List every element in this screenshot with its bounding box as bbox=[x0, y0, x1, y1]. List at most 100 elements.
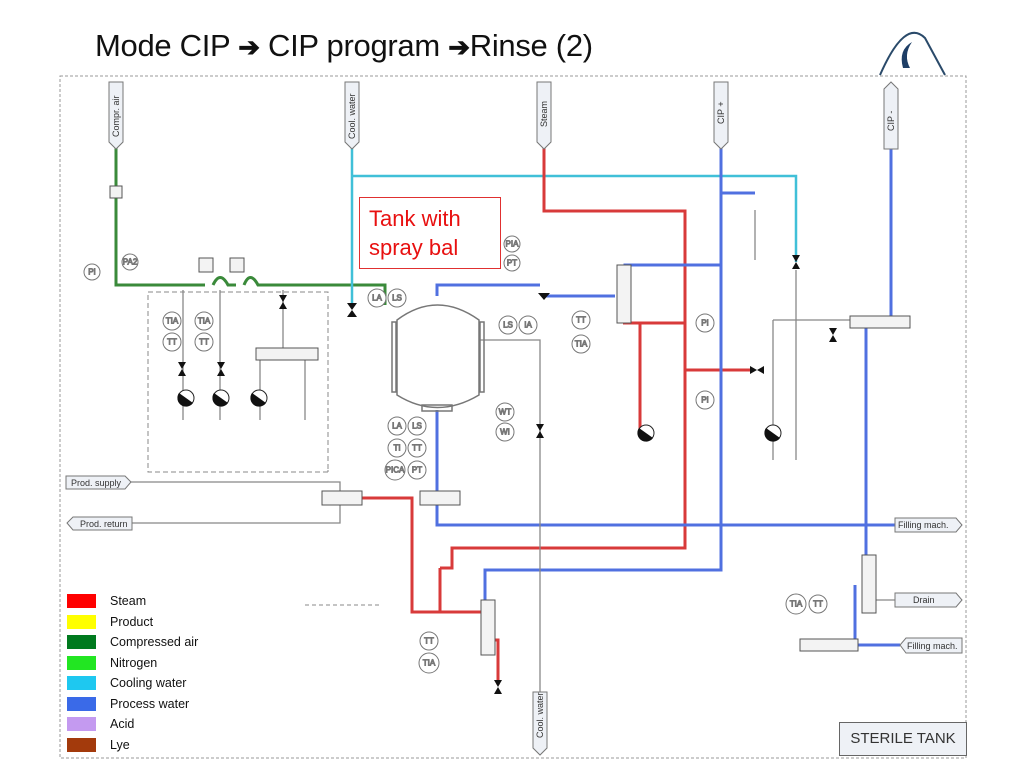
instrument-tt-1: TT bbox=[162, 332, 182, 352]
legend-label: Cooling water bbox=[110, 676, 187, 691]
svg-text:TT: TT bbox=[412, 444, 422, 453]
steam-lines bbox=[348, 148, 750, 685]
legend-item: Cooling water bbox=[67, 673, 198, 694]
instrument-pia: PIA bbox=[503, 235, 521, 253]
svg-text:Cool. water: Cool. water bbox=[347, 93, 357, 139]
callout-line-1: Tank with bbox=[369, 206, 461, 231]
instrument-ls-bot: LS bbox=[407, 416, 427, 436]
legend-swatch bbox=[67, 676, 96, 691]
connector-cool-water-top[interactable]: Cool. water bbox=[344, 81, 360, 150]
svg-text:LA: LA bbox=[372, 294, 382, 303]
connector-compr-air[interactable]: Compr. air bbox=[108, 81, 124, 150]
svg-text:TIA: TIA bbox=[790, 600, 803, 609]
instrument-ls-side: LS bbox=[498, 315, 518, 335]
instrument-pt-top: PT bbox=[503, 254, 521, 272]
svg-text:TIA: TIA bbox=[423, 659, 436, 668]
legend-item: Product bbox=[67, 612, 198, 633]
instrument-pi-mid2: PI bbox=[695, 390, 715, 410]
title-mode: Mode CIP bbox=[95, 28, 230, 63]
legend-swatch bbox=[67, 614, 96, 629]
instrument-tt-right: TT bbox=[808, 594, 828, 614]
valve-blocks bbox=[109, 185, 911, 656]
page-title: Mode CIP ➔ CIP program ➔Rinse (2) bbox=[95, 28, 593, 64]
title-step: Rinse (2) bbox=[469, 28, 593, 63]
instrument-ia-side: IA bbox=[518, 315, 538, 335]
svg-text:PT: PT bbox=[507, 259, 517, 268]
svg-text:WT: WT bbox=[499, 408, 512, 417]
svg-text:PICA: PICA bbox=[386, 466, 405, 475]
legend-label: Compressed air bbox=[110, 635, 199, 650]
svg-text:Filling mach.: Filling mach. bbox=[898, 520, 949, 530]
legend-swatch bbox=[67, 696, 96, 711]
pump-icons bbox=[177, 389, 782, 442]
instrument-tt-2: TT bbox=[194, 332, 214, 352]
instrument-pa2: PA2 bbox=[121, 253, 139, 271]
connector-prod-supply[interactable]: Prod. supply bbox=[65, 475, 132, 490]
cooling-water-lines bbox=[350, 148, 798, 305]
legend-swatch bbox=[67, 594, 96, 609]
svg-text:TIA: TIA bbox=[575, 340, 588, 349]
svg-text:TIA: TIA bbox=[198, 317, 211, 326]
instrument-pi-mid1: PI bbox=[695, 313, 715, 333]
control-signal-box bbox=[147, 291, 329, 473]
svg-text:Prod. return: Prod. return bbox=[80, 519, 128, 529]
svg-text:TIA: TIA bbox=[166, 317, 179, 326]
connector-filling-mach-1[interactable]: Filling mach. bbox=[894, 517, 963, 533]
svg-text:LA: LA bbox=[392, 422, 402, 431]
instrument-tia-1: TIA bbox=[162, 311, 182, 331]
svg-text:Cool. water: Cool. water bbox=[535, 692, 545, 738]
legend-label: Nitrogen bbox=[110, 655, 158, 670]
diagram-title-plate: STERILE TANK bbox=[839, 722, 967, 756]
callout-line-2: spray bal bbox=[369, 235, 459, 260]
svg-text:TT: TT bbox=[167, 338, 177, 347]
svg-text:TI: TI bbox=[393, 444, 400, 453]
svg-text:Compr. air: Compr. air bbox=[111, 95, 121, 137]
legend-item: Acid bbox=[67, 714, 198, 735]
legend-swatch bbox=[67, 635, 96, 650]
instrument-la-bot: LA bbox=[387, 416, 407, 436]
legend-item: Steam bbox=[67, 591, 198, 612]
connector-tags: Compr. air Cool. water Steam CIP + CIP -… bbox=[108, 81, 899, 756]
svg-text:LS: LS bbox=[392, 294, 402, 303]
legend-item: Process water bbox=[67, 694, 198, 715]
instrument-tt-low: TT bbox=[419, 631, 439, 651]
title-program: CIP program bbox=[268, 28, 440, 63]
legend-swatch bbox=[67, 737, 96, 752]
legend-label: Steam bbox=[110, 594, 147, 609]
svg-text:PI: PI bbox=[701, 396, 709, 405]
connector-filling-mach-2[interactable]: Filling mach. bbox=[899, 637, 963, 654]
instrument-tt-bot: TT bbox=[407, 438, 427, 458]
svg-text:IA: IA bbox=[524, 321, 532, 330]
svg-text:Drain: Drain bbox=[913, 595, 935, 605]
connector-steam[interactable]: Steam bbox=[536, 81, 552, 150]
instrument-ti-bot: TI bbox=[387, 438, 407, 458]
legend-item: Nitrogen bbox=[67, 653, 198, 674]
legend-swatch bbox=[67, 655, 96, 670]
legend: Steam Product Compressed air Nitrogen Co… bbox=[67, 591, 198, 755]
instrument-la-top: LA bbox=[367, 288, 387, 308]
instrument-pi-left: PI bbox=[83, 263, 101, 281]
svg-text:WI: WI bbox=[500, 428, 510, 437]
svg-text:PI: PI bbox=[88, 268, 96, 277]
connector-cool-water-bottom[interactable]: Cool. water bbox=[532, 691, 548, 756]
sterile-tank-vessel bbox=[391, 304, 485, 412]
connector-prod-return[interactable]: Prod. return bbox=[66, 516, 133, 531]
legend-label: Process water bbox=[110, 696, 190, 711]
connector-cip-plus[interactable]: CIP + bbox=[713, 81, 729, 150]
instrument-wi: WI bbox=[495, 422, 515, 442]
svg-text:PI: PI bbox=[701, 319, 709, 328]
connector-cip-minus[interactable]: CIP - bbox=[883, 81, 899, 150]
instrument-tia-right: TIA bbox=[785, 593, 807, 615]
svg-text:LS: LS bbox=[503, 321, 513, 330]
connector-drain[interactable]: Drain bbox=[894, 592, 963, 608]
svg-text:TT: TT bbox=[199, 338, 209, 347]
legend-item: Lye bbox=[67, 735, 198, 756]
legend-item: Compressed air bbox=[67, 632, 198, 653]
instrument-tia-2: TIA bbox=[194, 311, 214, 331]
instrument-pica: PICA bbox=[384, 459, 406, 481]
instrument-tia-low: TIA bbox=[418, 652, 440, 674]
svg-text:CIP -: CIP - bbox=[886, 111, 896, 131]
instrument-bubbles: PI PA2 TIA TT TIA TT LA LS PIA PT LS IA … bbox=[83, 235, 828, 674]
legend-label: Lye bbox=[110, 737, 130, 752]
svg-text:Filling mach.: Filling mach. bbox=[907, 641, 958, 651]
